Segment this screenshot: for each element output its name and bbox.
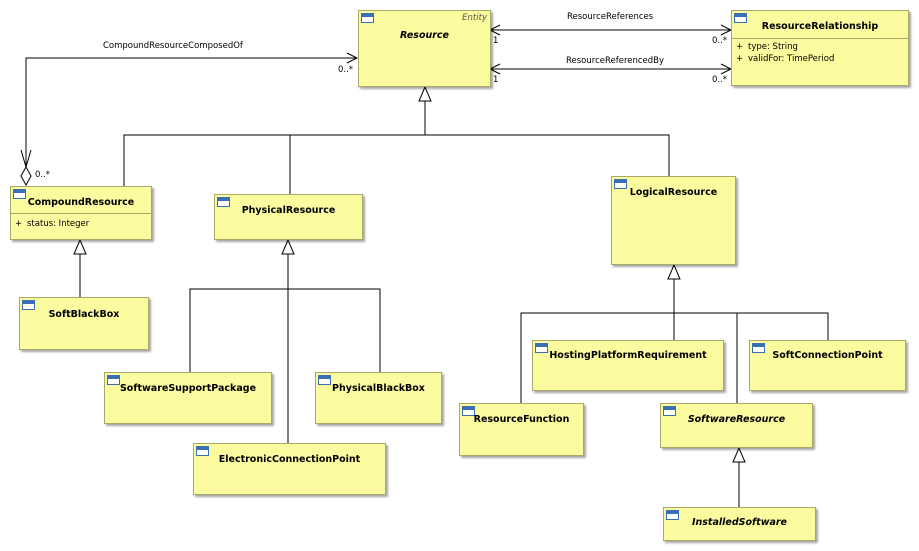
class-icon xyxy=(217,197,230,207)
class-name: InstalledSoftware xyxy=(691,517,788,528)
attribute-row: +status: Integer xyxy=(15,219,90,229)
class-physical-resource[interactable]: PhysicalResource xyxy=(214,194,363,240)
class-software-resource[interactable]: SoftwareResource xyxy=(660,403,813,448)
class-name: PhysicalResource xyxy=(241,205,336,216)
compound-composed-of-whole-multiplicity: 0..* xyxy=(35,170,51,180)
class-name: LogicalResource xyxy=(629,187,718,198)
class-icon xyxy=(361,13,374,23)
resource-referenced-by-source-multiplicity: 1 xyxy=(493,75,499,85)
class-icon xyxy=(13,189,26,199)
class-name: SoftBlackBox xyxy=(48,309,120,320)
attribute-separator xyxy=(732,38,908,39)
class-software-support-package[interactable]: SoftwareSupportPackage xyxy=(104,372,272,424)
class-name: Resource xyxy=(400,30,449,41)
class-icon xyxy=(462,406,475,416)
compound-composed-of-part-multiplicity: 0..* xyxy=(338,65,354,75)
class-logical-resource[interactable]: LogicalResource xyxy=(611,176,736,265)
stereotype-label: Entity xyxy=(462,13,487,23)
class-name: HostingPlatformRequirement xyxy=(549,350,707,361)
class-electronic-connection-point[interactable]: ElectronicConnectionPoint xyxy=(193,443,386,495)
class-icon xyxy=(734,13,747,23)
class-icon xyxy=(666,510,679,520)
class-hosting-platform-requirement[interactable]: HostingPlatformRequirement xyxy=(532,340,724,391)
attribute-separator xyxy=(11,213,151,214)
class-installed-software[interactable]: InstalledSoftware xyxy=(663,507,816,541)
resource-references-label: ResourceReferences xyxy=(567,12,654,22)
class-soft-connection-point[interactable]: SoftConnectionPoint xyxy=(749,340,906,391)
class-name: ElectronicConnectionPoint xyxy=(218,454,361,465)
resource-referenced-by-target-multiplicity: 0..* xyxy=(712,75,728,85)
compound-composed-of-label: CompoundResourceComposedOf xyxy=(103,41,243,51)
class-resource-relationship[interactable]: ResourceRelationship +type: String +vali… xyxy=(731,10,909,86)
class-icon xyxy=(614,179,627,189)
inheritance-triangle-resource xyxy=(418,85,432,102)
inheritance-triangle-logical xyxy=(667,263,681,280)
resource-referenced-by-label: ResourceReferencedBy xyxy=(566,56,665,66)
class-name: PhysicalBlackBox xyxy=(332,383,425,394)
class-icon xyxy=(535,343,548,353)
class-name: SoftConnectionPoint xyxy=(772,350,883,361)
class-icon xyxy=(752,343,765,353)
class-icon xyxy=(663,406,676,416)
inheritance-triangle-software xyxy=(732,446,746,463)
resource-references-target-multiplicity: 0..* xyxy=(712,36,728,46)
inheritance-triangle-compound xyxy=(73,238,87,255)
class-icon xyxy=(22,300,35,310)
class-compound-resource[interactable]: CompoundResource +status: Integer xyxy=(10,186,152,240)
class-name: CompoundResource xyxy=(27,197,135,208)
class-name: SoftwareResource xyxy=(687,414,786,425)
class-icon xyxy=(107,375,120,385)
resource-references-source-multiplicity: 1 xyxy=(493,36,499,46)
class-name: SoftwareSupportPackage xyxy=(119,383,257,394)
compound-composed-of-line xyxy=(25,57,357,167)
inheritance-triangle-physical xyxy=(281,238,295,255)
class-physical-black-box[interactable]: PhysicalBlackBox xyxy=(315,372,442,424)
class-name: ResourceRelationship xyxy=(761,21,879,32)
class-icon xyxy=(196,446,209,456)
class-name: ResourceFunction xyxy=(473,414,570,425)
compound-composed-of-arrow xyxy=(346,52,359,64)
class-soft-black-box[interactable]: SoftBlackBox xyxy=(19,297,149,350)
composition-diamond xyxy=(20,165,32,187)
class-resource[interactable]: Entity Resource xyxy=(358,10,491,87)
class-resource-function[interactable]: ResourceFunction xyxy=(459,403,584,456)
class-icon xyxy=(318,375,331,385)
attribute-row: +validFor: TimePeriod xyxy=(736,54,835,64)
attribute-row: +type: String xyxy=(736,42,798,52)
